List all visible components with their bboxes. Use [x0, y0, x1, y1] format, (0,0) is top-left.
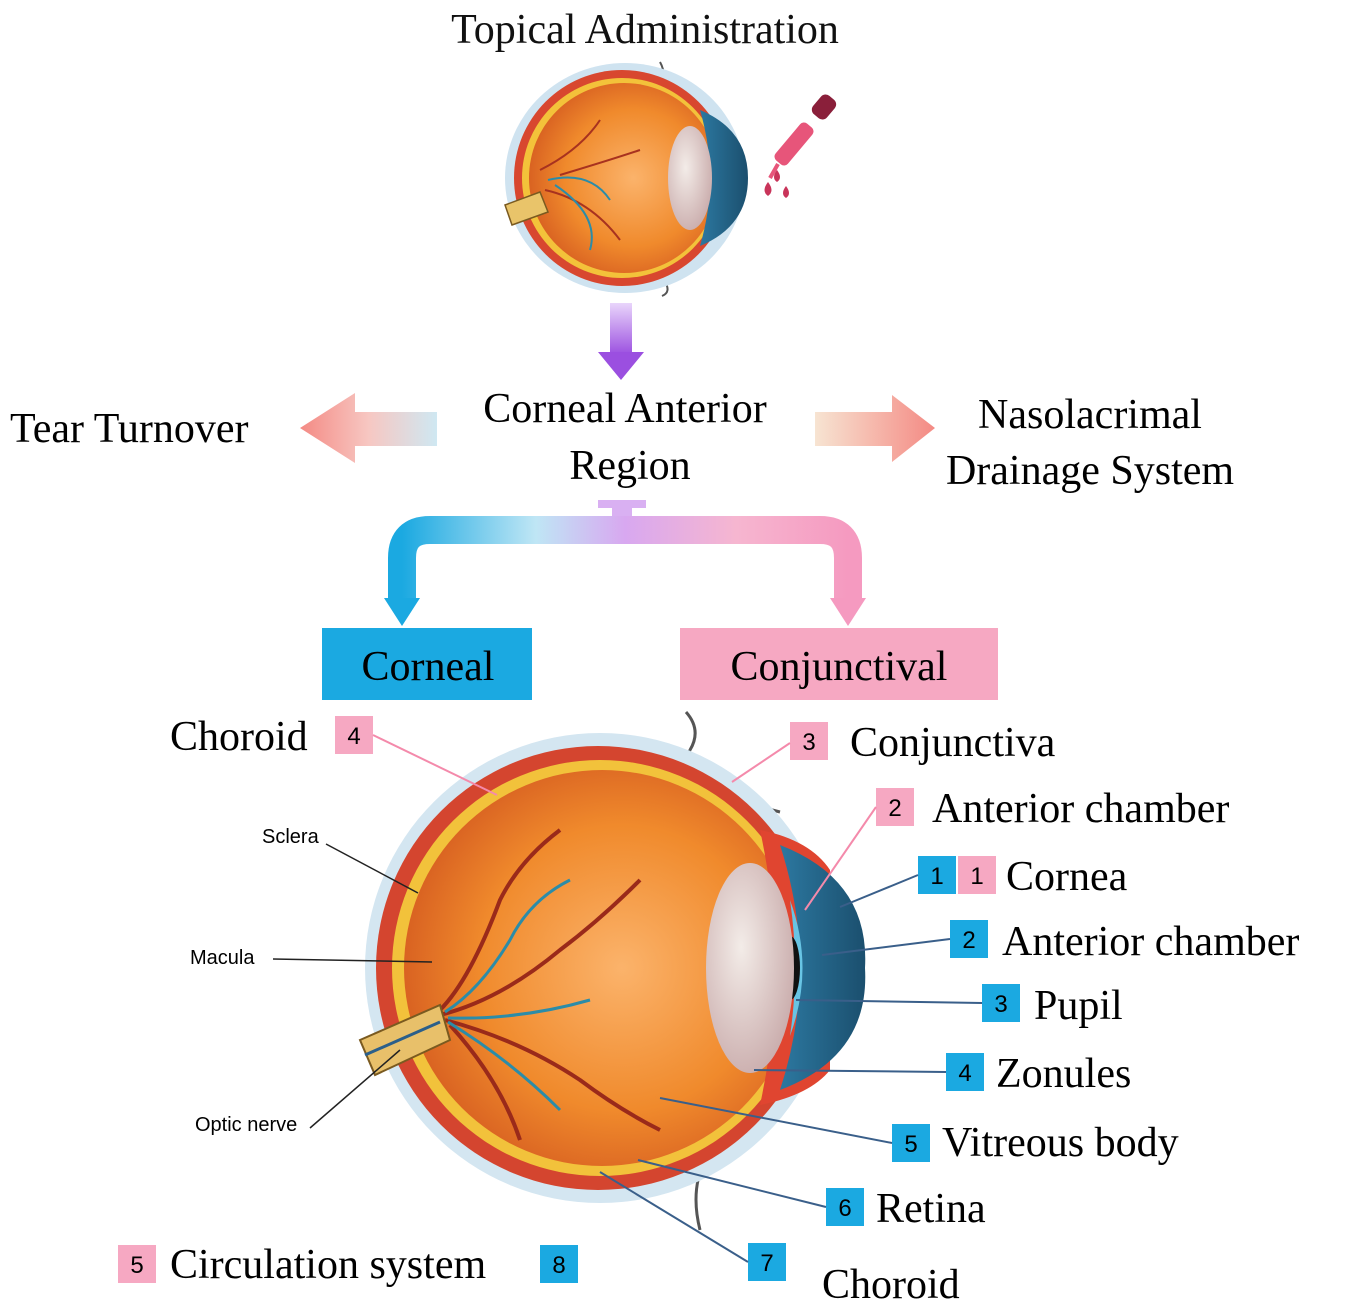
choroid-blue-text: Choroid — [822, 1262, 960, 1308]
blue-badge-6-num: 6 — [838, 1195, 851, 1222]
pink-badge-2-num: 2 — [888, 795, 901, 822]
right-arrow — [815, 395, 935, 462]
corneal-box-label: Corneal — [362, 644, 495, 690]
center-label-line1: Corneal Anterior — [483, 386, 766, 432]
pink-badge-5-num: 5 — [130, 1252, 143, 1279]
circulation-system-text: Circulation system — [170, 1242, 486, 1288]
conjunctiva-pink-text: Conjunctiva — [850, 720, 1056, 766]
cornea-leader — [840, 875, 918, 907]
vitreous-body-text: Vitreous body — [942, 1120, 1179, 1166]
large-eye-illustration — [360, 712, 865, 1230]
top-eye-illustration — [505, 62, 748, 296]
blue-badge-4-num: 4 — [958, 1060, 971, 1087]
choroid-pink-text: Choroid — [170, 714, 308, 760]
blue-badge-8-num: 8 — [552, 1252, 565, 1279]
zonules-text: Zonules — [996, 1051, 1131, 1097]
conjunctival-box-label: Conjunctival — [731, 644, 948, 690]
pink-badge-1-num: 1 — [970, 863, 983, 890]
blue-badge-3-num: 3 — [994, 991, 1007, 1018]
blue-badge-7-num: 7 — [760, 1250, 773, 1277]
pink-badge-4-num: 4 — [347, 723, 360, 750]
retina-text: Retina — [876, 1186, 986, 1232]
fork-arrow — [384, 500, 866, 626]
pupil-text: Pupil — [1034, 983, 1123, 1029]
down-arrow — [598, 303, 644, 380]
macula-label: Macula — [190, 947, 255, 969]
blue-badge-5-num: 5 — [904, 1131, 917, 1158]
cornea-text: Cornea — [1006, 854, 1128, 900]
conjunctiva-pink-leader — [732, 743, 790, 782]
anterior-chamber-blue-text: Anterior chamber — [1002, 919, 1299, 965]
anterior-chamber-pink-text: Anterior chamber — [932, 786, 1229, 832]
blue-badge-2-num: 2 — [962, 927, 975, 954]
optic-nerve-label: Optic nerve — [195, 1114, 297, 1136]
tear-turnover-label: Tear Turnover — [10, 406, 249, 452]
nasolacrimal-label-line2: Drainage System — [946, 448, 1234, 494]
optic-nerve-leader — [310, 1050, 400, 1128]
pink-badge-3-num: 3 — [802, 729, 815, 756]
left-arrow — [300, 393, 437, 463]
nasolacrimal-label-line1: Nasolacrimal — [978, 392, 1202, 438]
choroid-pink-leader — [373, 735, 497, 795]
center-label-line2: Region — [569, 443, 690, 489]
title: Topical Administration — [451, 7, 839, 53]
sclera-label: Sclera — [262, 826, 320, 848]
blue-badge-1-num: 1 — [930, 863, 943, 890]
eye-dropper-icon — [765, 92, 839, 198]
